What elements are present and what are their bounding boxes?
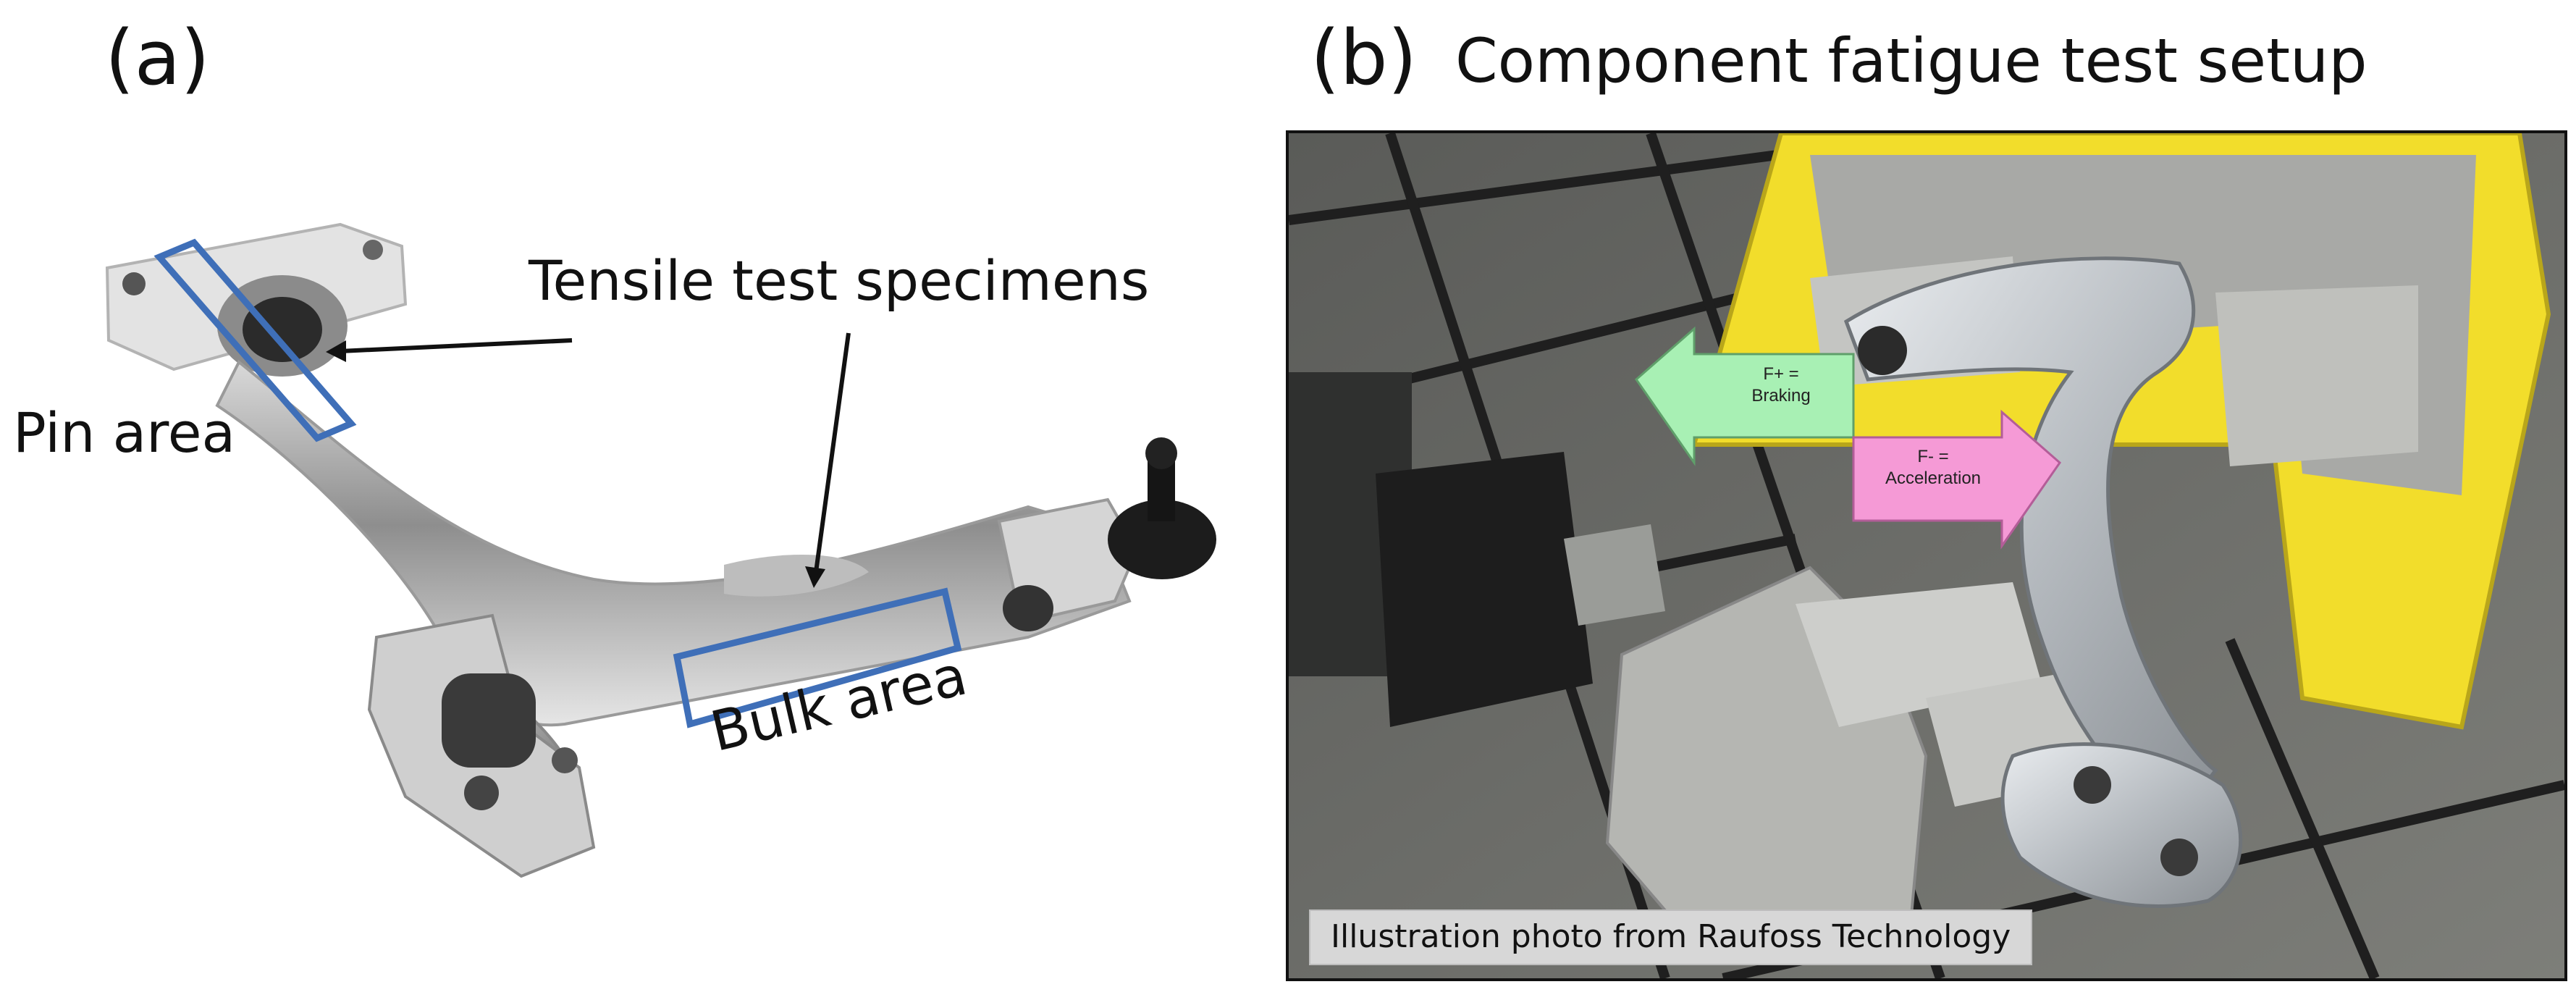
force-arrows bbox=[1635, 326, 2061, 550]
arm-body bbox=[215, 359, 1132, 842]
bulk-area-box bbox=[673, 587, 962, 728]
panel-a-label: (a) bbox=[105, 14, 210, 102]
pin-bracket bbox=[105, 222, 408, 377]
fatigue-test-photo: F+ = Braking F- = Acceleration Illustrat… bbox=[1286, 130, 2567, 981]
photo-caption: Illustration photo from Raufoss Technolo… bbox=[1309, 909, 2033, 965]
panel-a: (a) bbox=[0, 0, 1274, 1000]
tensile-specimens-label: Tensile test specimens bbox=[529, 248, 1150, 313]
braking-arrow bbox=[1635, 326, 1855, 466]
bushing-bracket bbox=[367, 613, 596, 878]
panel-b: (b) Component fatigue test setup bbox=[1274, 0, 2576, 1000]
panel-b-title: Component fatigue test setup bbox=[1455, 25, 2367, 96]
pin-area-box bbox=[153, 238, 357, 442]
control-arm-illustration bbox=[105, 222, 1216, 878]
actuator bbox=[1289, 372, 1665, 727]
braking-label: F+ = Braking bbox=[1751, 364, 1811, 406]
annotation-arrows bbox=[326, 332, 851, 588]
test-rig-illustration bbox=[1289, 133, 2564, 978]
pin-area-label: Pin area bbox=[13, 400, 236, 465]
acceleration-arrow bbox=[1852, 409, 2061, 550]
panel-b-label: (b) bbox=[1310, 14, 1418, 102]
ball-joint bbox=[997, 437, 1216, 631]
control-arm-under-test bbox=[1843, 256, 2243, 908]
acceleration-label: F- = Acceleration bbox=[1885, 447, 1982, 488]
